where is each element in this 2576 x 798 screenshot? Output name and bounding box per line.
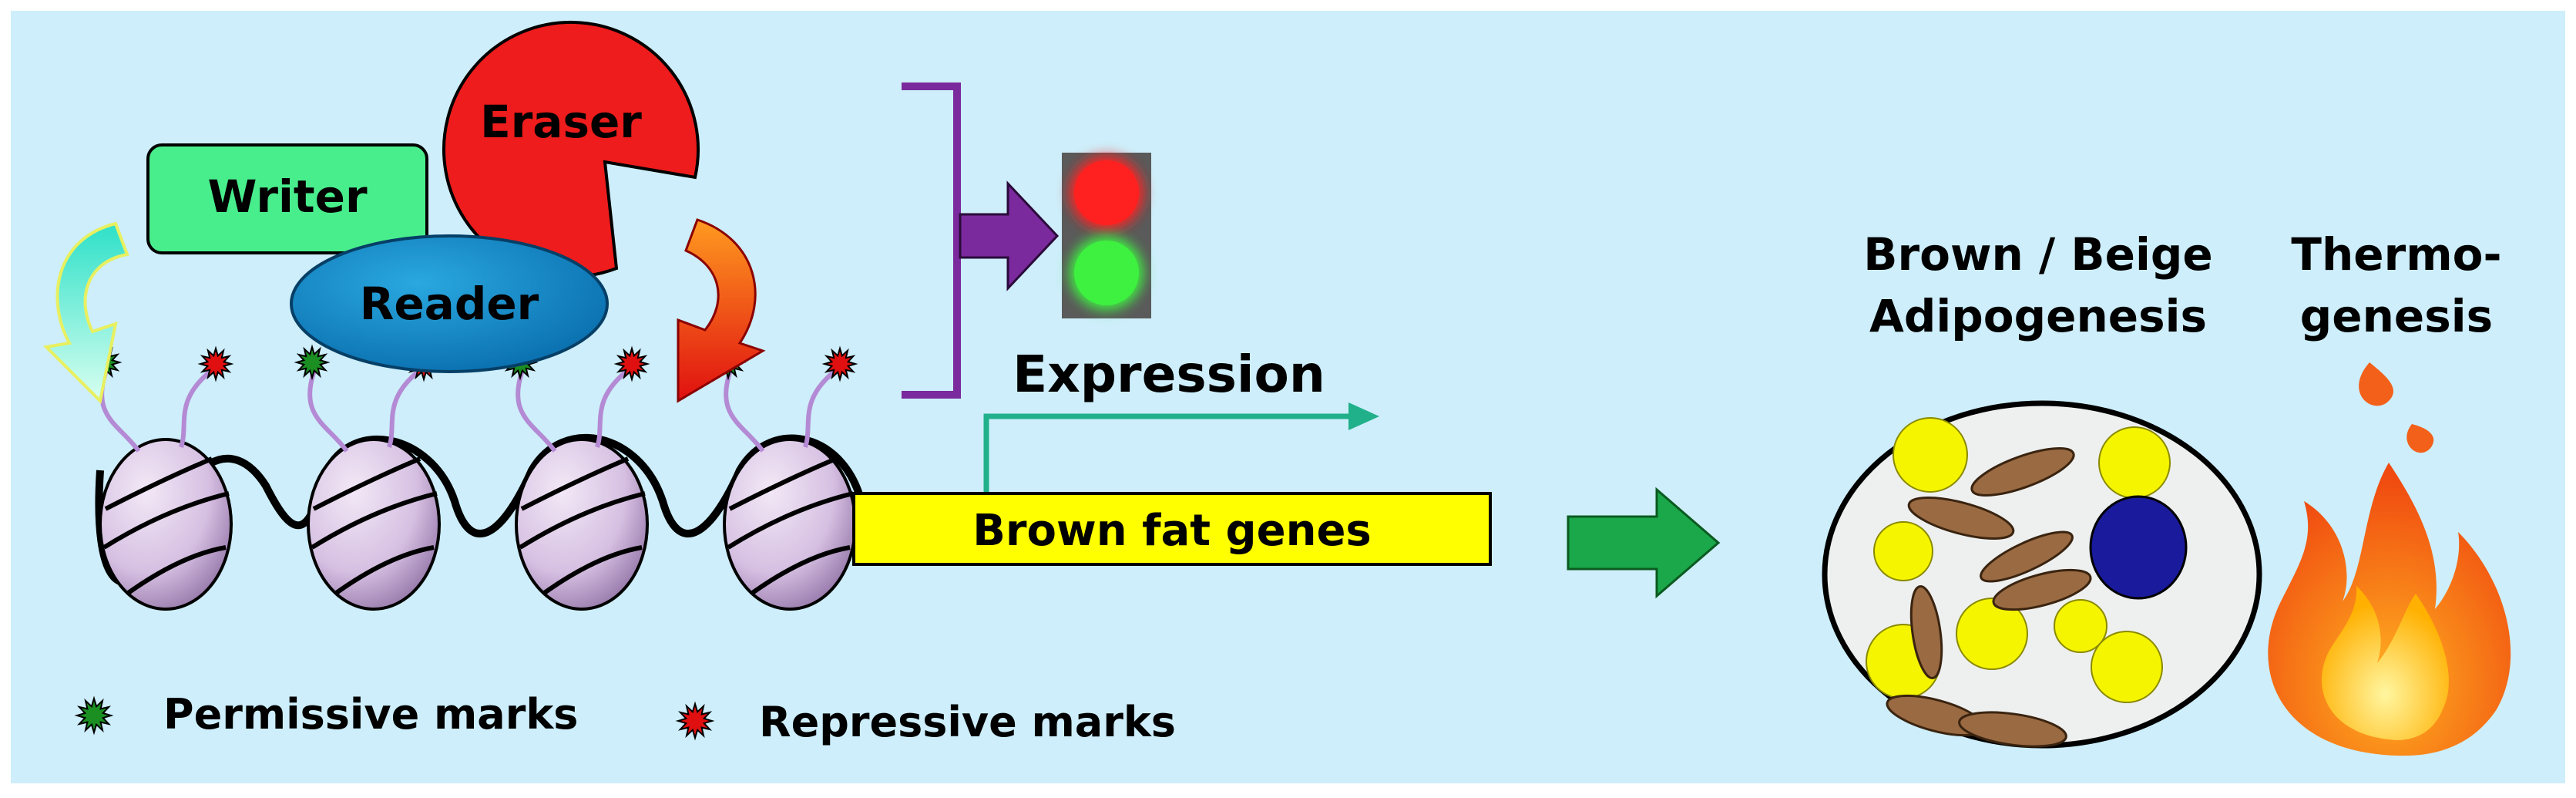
brown-fat-genes-label: Brown fat genes [972, 506, 1372, 556]
repressive-mark-sample [675, 701, 715, 741]
expression-arrow-head [1348, 402, 1379, 430]
lipid-droplet [1873, 521, 1933, 581]
reader-label: Reader [360, 278, 539, 330]
histone-tail [516, 365, 557, 453]
expression-arrow-line [983, 413, 1356, 493]
dna-wrap [126, 545, 227, 596]
legend: Permissive marks Repressive marks [74, 690, 1176, 746]
mitochondrion [1992, 568, 2092, 611]
repressive-mark [197, 345, 234, 382]
repressive-marks-label: Repressive marks [759, 698, 1176, 746]
dna-wrap [311, 491, 438, 550]
dna-wrap [519, 491, 646, 550]
writer-rect [146, 143, 428, 254]
reader-ellipse: Reader [290, 234, 609, 373]
nucleosome [99, 438, 233, 611]
reader-shape [290, 234, 609, 373]
dna-wrap [728, 456, 838, 511]
histone-tail [179, 368, 213, 448]
writer-label: Writer [207, 170, 368, 223]
permissive-marks-label: Permissive marks [163, 690, 578, 739]
dna-wrap [102, 491, 230, 550]
mitochondrion [1909, 585, 1943, 679]
dna-wrap [104, 456, 213, 511]
mitochondrion [1970, 447, 2075, 497]
process-arrow-icon [1567, 487, 1721, 599]
dna-wrap [520, 456, 630, 511]
nucleosome [307, 438, 441, 611]
adipogenesis-line2: Adipogenesis [1869, 290, 2207, 342]
bracket-arrow-icon [959, 180, 1060, 291]
cell-nucleus [2089, 495, 2188, 600]
dna-wrap [750, 545, 851, 596]
flame-inner [2321, 586, 2449, 740]
eraser-arrow-icon [677, 218, 766, 403]
adipogenesis-line1: Brown / Beige [1863, 228, 2212, 281]
histone-core [515, 438, 649, 611]
lipid-droplet [2054, 599, 2107, 653]
nucleosome-group [99, 438, 857, 611]
red-light [1074, 160, 1139, 225]
dna-wrap [542, 545, 643, 596]
dna-wrap [727, 491, 854, 550]
histone-tail [724, 365, 765, 453]
mitochondrion [1958, 711, 2067, 748]
dna-wrap [312, 456, 421, 511]
lipid-droplet [2098, 426, 2171, 499]
green-light [1074, 241, 1139, 305]
histone-core [723, 438, 857, 611]
bracket [902, 82, 961, 399]
permissive-mark [294, 344, 331, 381]
repressive-mark [821, 345, 858, 382]
histone-tail [803, 368, 838, 448]
lipid-droplet [1956, 598, 2028, 670]
dna-wrap [334, 545, 435, 596]
adipocyte-cell-icon [1822, 400, 2262, 749]
flame-spark-2 [2406, 424, 2434, 453]
cell-contents [1866, 417, 2188, 748]
writer-arrow-icon [42, 221, 129, 405]
expression-label: Expression [1013, 345, 1325, 404]
thermogenesis-line1: Thermo- [2291, 228, 2501, 281]
nucleosome [515, 438, 649, 611]
lipid-droplet [1893, 417, 1968, 493]
histone-core [99, 438, 233, 611]
traffic-light-icon [1062, 153, 1151, 318]
permissive-mark-sample [74, 695, 114, 736]
mitochondrion [1980, 530, 2074, 583]
histone-tail [595, 368, 630, 448]
genes-rect [852, 492, 1492, 566]
histone-tail [387, 368, 421, 448]
histone-tail [307, 365, 349, 453]
permissive-mark-icon [74, 695, 114, 736]
brown-fat-genes-box: Brown fat genes [852, 492, 1492, 566]
fire-icon [2268, 362, 2511, 756]
writer-box: Writer [146, 143, 428, 254]
thermogenesis-line2: genesis [2300, 290, 2493, 342]
mitochondrion [1907, 497, 2015, 540]
eraser-label: Eraser [480, 96, 642, 148]
histone-core [307, 438, 441, 611]
repressive-mark [613, 345, 650, 382]
eraser-shape: Eraser [442, 20, 700, 278]
lipid-droplet [2091, 631, 2163, 703]
repressive-mark-icon [675, 701, 715, 741]
flame-spark-1 [2359, 362, 2393, 406]
nucleosome [723, 438, 857, 611]
